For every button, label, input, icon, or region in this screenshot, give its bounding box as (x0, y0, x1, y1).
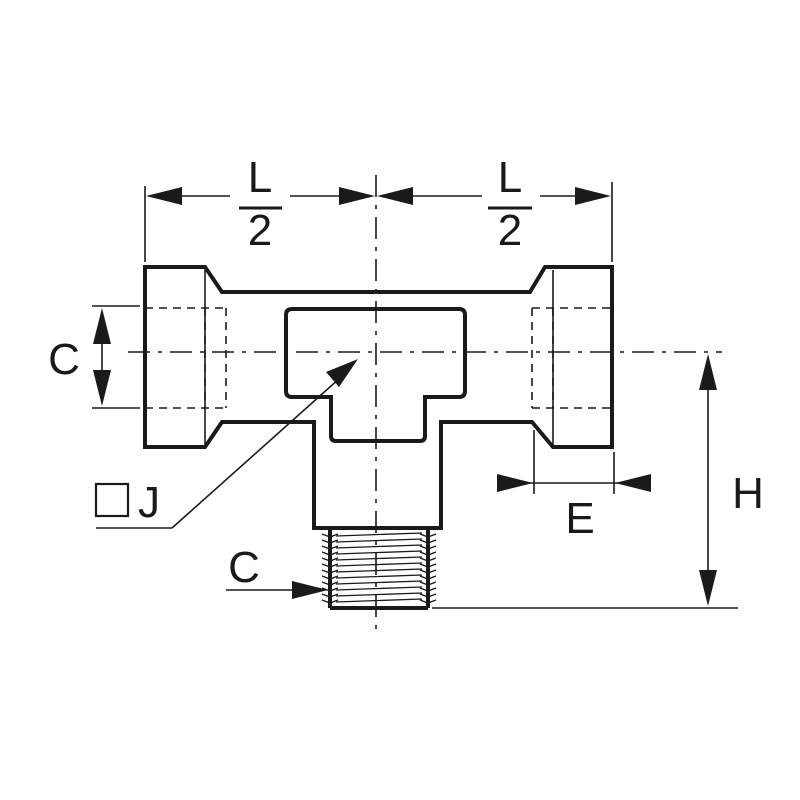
hex-size-leader: J (94, 359, 358, 529)
internal-cavity (284, 307, 467, 443)
left-half-length-numerator: L (248, 153, 272, 202)
thread-lines (321, 532, 437, 604)
dimension-height: H (432, 354, 764, 609)
height-label: H (732, 469, 764, 518)
left-end-outline (143, 265, 614, 530)
branch-port-size-label: C (228, 543, 260, 592)
run-port-size-label: C (48, 335, 80, 384)
fitting-body (143, 265, 614, 530)
dimension-run-port: C (48, 305, 140, 409)
dimension-half-length: L 2 L 2 (144, 153, 613, 262)
hidden-bores (145, 270, 612, 445)
right-half-length-numerator: L (498, 153, 522, 202)
threaded-branch (321, 528, 437, 610)
dimension-thread-length: E (497, 430, 651, 543)
left-half-length-denominator: 2 (248, 206, 272, 255)
right-half-length-denominator: 2 (498, 206, 522, 255)
square-symbol-icon (94, 482, 130, 518)
center-lines (128, 175, 722, 632)
hex-size-label: J (138, 478, 160, 527)
branch-port-leader: C (226, 543, 328, 599)
thread-length-label: E (565, 494, 594, 543)
